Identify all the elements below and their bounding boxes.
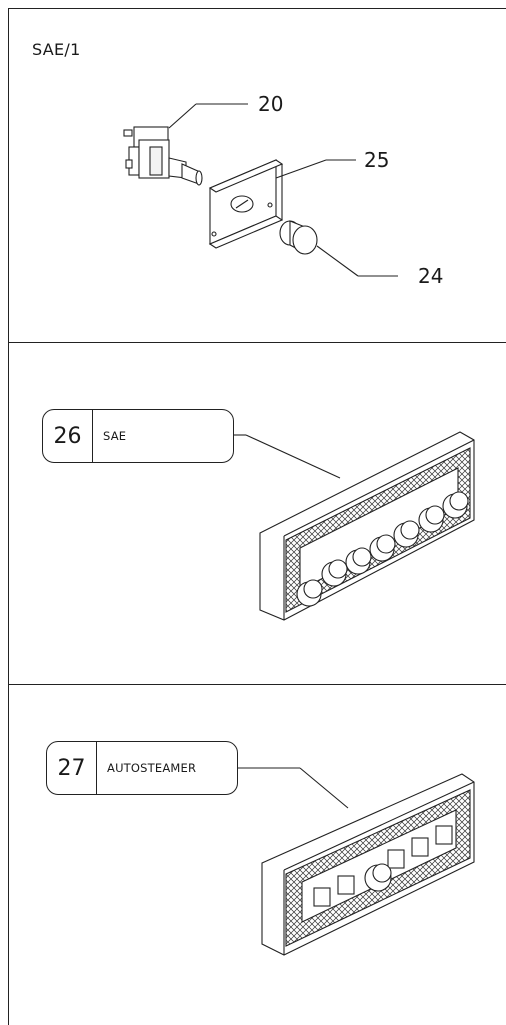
label-27: 27 AUTOSTEAMER — [46, 741, 238, 795]
part-27-switches — [313, 825, 453, 907]
part-24-knob — [279, 220, 398, 277]
section-divider-1 — [8, 342, 506, 343]
label-26-text: SAE — [103, 429, 127, 443]
part-25-bracket — [208, 159, 356, 249]
drawing-frame — [8, 8, 506, 1025]
label-27-text: AUTOSTEAMER — [107, 761, 197, 775]
label-26: 26 SAE — [42, 409, 234, 463]
part-26-knobs — [296, 491, 469, 607]
label-27-number: 27 — [47, 742, 97, 794]
sheet-code: SAE/1 — [32, 40, 81, 59]
label-26-number: 26 — [43, 410, 93, 462]
section-divider-2 — [8, 684, 506, 685]
callout-20: 20 — [258, 92, 284, 116]
part-27-panel — [236, 767, 475, 956]
callout-24: 24 — [418, 264, 444, 288]
part-20-switch — [123, 103, 248, 186]
callout-25: 25 — [364, 148, 390, 172]
